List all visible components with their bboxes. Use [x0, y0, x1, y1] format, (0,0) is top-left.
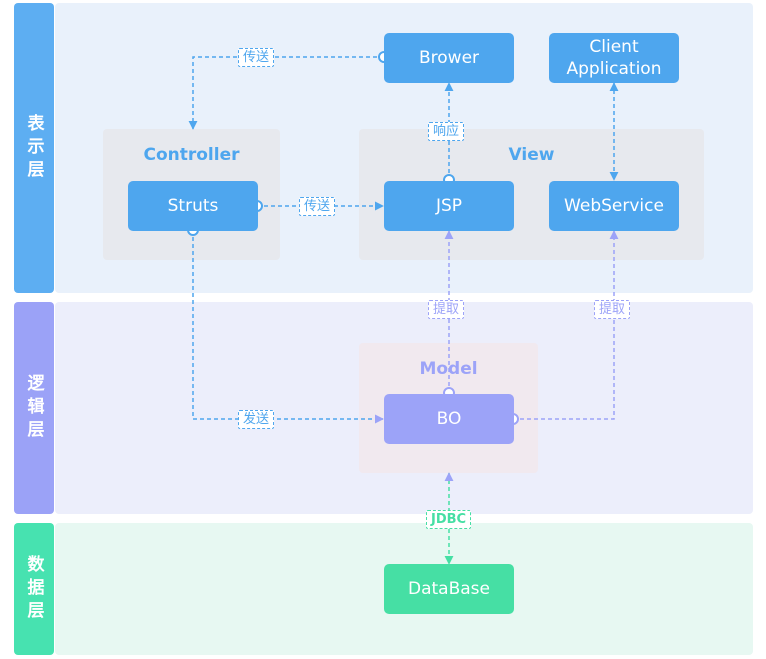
- edge-label-struts-to-bo: 发送: [238, 410, 275, 429]
- presentation-layer-label: 表示层: [14, 3, 54, 293]
- edge-label-bo-database: JDBC: [426, 510, 472, 529]
- edge-bo-to-webservice: [513, 230, 619, 420]
- database-node[interactable]: DataBase: [384, 564, 514, 614]
- edge-label-jsp-to-brower: 响应: [428, 122, 465, 141]
- bo-node[interactable]: BO: [384, 394, 514, 444]
- jsp-node[interactable]: JSP: [384, 181, 514, 231]
- edge-brower-to-struts: [188, 56, 384, 130]
- edge-label-bo-to-jsp: 提取: [428, 300, 465, 319]
- edge-struts-to-bo: [192, 230, 384, 424]
- logic-layer-label: 逻辑层: [14, 302, 54, 514]
- brower-node[interactable]: Brower: [384, 33, 514, 83]
- struts-node[interactable]: Struts: [128, 181, 258, 231]
- edge-label-bo-to-webservice: 提取: [594, 300, 631, 319]
- data-layer-label: 数据层: [14, 523, 54, 655]
- client-application-node[interactable]: Client Application: [549, 33, 679, 83]
- view-group-title: View: [508, 145, 555, 165]
- controller-group-title: Controller: [143, 145, 240, 165]
- webservice-node[interactable]: WebService: [549, 181, 679, 231]
- edge-label-struts-to-jsp: 传送: [299, 197, 336, 216]
- edge-label-brower-to-struts: 传送: [238, 48, 275, 67]
